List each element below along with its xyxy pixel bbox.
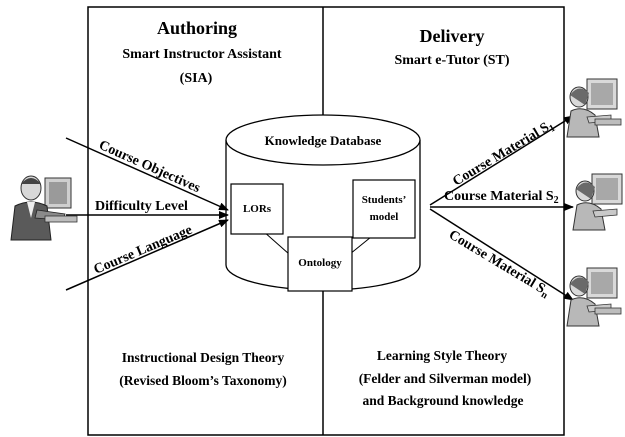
lors-ontology-link [262,230,290,255]
difficulty-label: Difficulty Level [95,199,188,214]
learning-theory-line3: and Background knowledge [362,393,523,408]
ontology-box [287,236,353,292]
delivery-subtitle: Smart e-Tutor (ST) [394,53,509,68]
authoring-abbr: (SIA) [180,71,213,86]
material-1-arrow [429,115,574,206]
database-label: Knowledge Database [265,133,382,148]
learning-theory-line1: Learning Style Theory [377,348,508,363]
delivery-panel: Delivery Smart e-Tutor (ST) Learning Sty… [359,26,532,408]
database-cylinder-top [225,114,421,166]
learning-theory-line2: (Felder and Silverman model) [359,371,532,386]
lors-box [230,183,284,235]
instructor-at-computer-icon [10,175,78,241]
student-at-computer-icon [566,78,622,138]
material-2-label: Course Material S2 [444,189,559,206]
authoring-title: Authoring [157,18,237,38]
authoring-subtitle: Smart Instructor Assistant [122,47,282,62]
knowledge-database: Knowledge Database LORs Students’ model … [225,114,421,292]
students-ontology-link [349,236,372,255]
students-model-line1: Students’ [362,194,407,206]
student-at-computer-icon [572,173,623,231]
authoring-panel: Authoring Smart Instructor Assistant (SI… [119,18,287,388]
ontology-label: Ontology [298,257,342,269]
students-model-box [352,179,416,239]
instructional-theory-line1: Instructional Design Theory [122,350,285,365]
delivery-title: Delivery [420,26,485,46]
students-model-line2: model [370,211,399,223]
language-arrow [65,219,229,291]
instructional-theory-line2: (Revised Bloom’s Taxonomy) [119,373,287,388]
material-n-arrow [429,208,574,301]
student-at-computer-icon [566,267,622,327]
objectives-arrow [65,137,229,211]
lors-label: LORs [243,203,272,215]
